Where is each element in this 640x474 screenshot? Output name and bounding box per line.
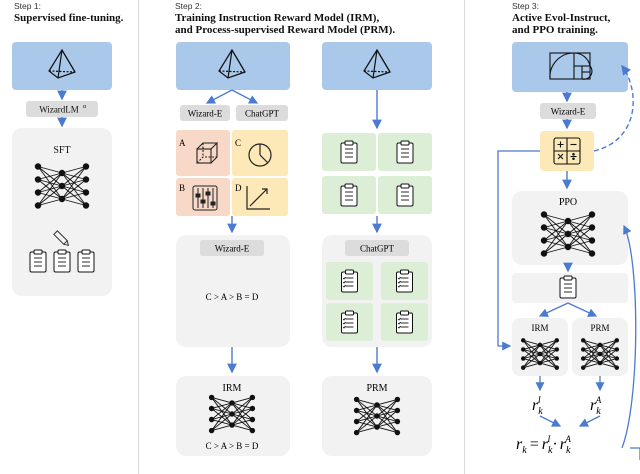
step1-title: Supervised fine-tuning. <box>14 11 124 24</box>
arrow-s2-split-left <box>205 89 233 104</box>
step2-header: Step 2: Training Instruction Reward Mode… <box>175 1 396 37</box>
step3-title-line2: and PPO training. <box>512 24 598 37</box>
green-tile <box>378 176 432 214</box>
divider-2 <box>464 0 465 474</box>
tile-a-label: A <box>179 138 186 148</box>
step2-input-box-right <box>322 42 432 90</box>
tile-b-label: B <box>179 183 185 193</box>
irm-network-icon <box>208 394 256 434</box>
green-tile <box>322 176 376 214</box>
prm-label: PRM <box>366 383 387 394</box>
ppo-network-icon <box>540 211 596 257</box>
step2-title-line1: Training Instruction Reward Model (IRM), <box>175 11 380 24</box>
step3-prm-label: PRM <box>590 323 609 333</box>
clipboard-group-s3 <box>559 275 577 299</box>
prm-chatgpt-box <box>345 240 409 256</box>
cube-icon <box>196 142 219 164</box>
ranking-wizard-e-box <box>200 240 264 256</box>
step2-title-line2: and Process-supervised Reward Model (PRM… <box>175 24 396 37</box>
clipboard-icon <box>53 249 71 273</box>
pie-chart-icon <box>248 143 272 167</box>
arrow-s3-ri-down <box>539 415 562 427</box>
arrow-loop-left <box>497 150 540 351</box>
ppo-label: PPO <box>559 197 577 208</box>
wizardlm-sup: α <box>83 104 87 110</box>
wizardlm-label-box <box>26 101 98 117</box>
sft-label: SFT <box>53 145 70 156</box>
step3-irm-label: IRM <box>531 323 548 333</box>
clipboard-group-s1 <box>29 249 95 273</box>
chatgpt-label: ChatGPT <box>245 109 280 119</box>
divider-1 <box>138 0 139 474</box>
reward-i: rkI <box>532 395 543 417</box>
ppo-panel <box>512 191 628 265</box>
step2-step-label: Step 2: <box>175 1 202 11</box>
ranking-text: C > A > B = D <box>206 292 259 302</box>
clipboard-icon <box>29 249 47 273</box>
prm-network-icon <box>353 396 401 436</box>
prm-chatgpt-label: ChatGPT <box>360 244 395 254</box>
green-tile <box>326 303 373 341</box>
ranking-wizard-e-label: Wizard-E <box>215 244 250 254</box>
step1-header: Step 1: Supervised fine-tuning. <box>14 1 124 24</box>
irm-label: IRM <box>223 383 242 394</box>
ranking-panel <box>176 235 290 347</box>
wizard-e-label-box <box>180 105 230 121</box>
equalizer-icon <box>192 185 218 211</box>
tile-d-label: D <box>235 183 242 193</box>
green-tile <box>381 303 428 341</box>
step3-prm-network-icon <box>580 338 620 370</box>
clipboard-icon <box>559 275 577 299</box>
green-tile <box>322 133 376 171</box>
green-tile <box>381 262 428 300</box>
wizardlm-label: WizardLM <box>39 105 79 115</box>
tile-a <box>176 130 230 176</box>
arrow-s3-to-prm <box>567 302 598 317</box>
line-chart-icon <box>246 186 270 210</box>
step3-step-label: Step 3: <box>512 1 539 11</box>
clipboard-icon <box>77 249 95 273</box>
pyramid-icon-3 <box>363 48 391 79</box>
pyramid-icon <box>48 48 76 79</box>
golden-spiral-icon <box>549 52 593 80</box>
arrow-s3-to-irm <box>538 302 569 317</box>
reward-a: rkA <box>590 395 602 417</box>
reward-formula: rk=rkI·rkA <box>516 434 571 456</box>
arrow-s3-ra-down <box>578 415 601 427</box>
pencil-icon <box>53 230 70 247</box>
step3-wizard-e-label: Wizard-E <box>551 107 586 117</box>
green-tiles-bottom <box>326 262 428 341</box>
irm-ranking-text: C > A > B = D <box>206 441 259 451</box>
arrow-formula-back-to-ppo <box>622 226 640 460</box>
tile-c-label: C <box>235 138 241 148</box>
step1-step-label: Step 1: <box>14 1 41 11</box>
step3-title-line1: Active Evol-Instruct, <box>512 11 611 24</box>
green-tiles-top <box>322 133 432 214</box>
chatgpt-label-box <box>236 105 288 121</box>
step3-irm-network-icon <box>520 338 560 370</box>
arrow-s2-split-right <box>231 89 259 104</box>
step3-input-box <box>512 42 628 92</box>
step1-input-box <box>12 42 112 90</box>
step2-input-box <box>176 42 290 90</box>
green-tile <box>326 262 373 300</box>
step3-wizard-e-box <box>540 103 596 119</box>
calculator-icon <box>553 137 581 165</box>
tile-d <box>232 178 288 216</box>
green-tile <box>378 133 432 171</box>
pyramid-icon-2 <box>218 48 246 79</box>
step3-header: Step 3: Active Evol-Instruct, and PPO tr… <box>512 1 611 37</box>
wizard-e-label: Wizard-E <box>188 109 223 119</box>
dashed-feedback-arrow <box>593 64 634 152</box>
neural-network-icon <box>34 163 90 209</box>
